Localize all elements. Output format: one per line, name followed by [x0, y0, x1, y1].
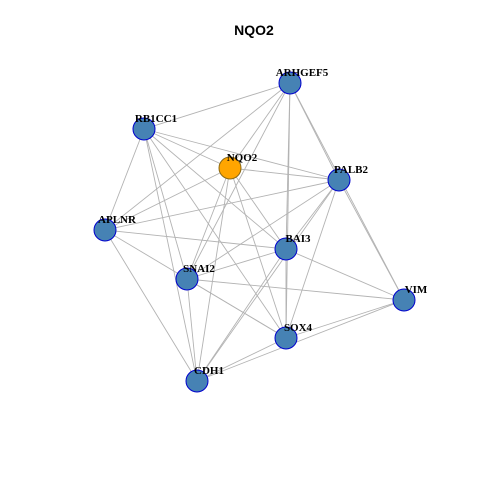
node-label-bai3: BAI3	[285, 233, 311, 245]
node-circle-nqo2	[218, 156, 242, 180]
node-label-aplnr: APLNR	[98, 214, 137, 226]
node-circle-aplnr	[93, 218, 117, 242]
edge-snai2-sox4	[186, 278, 287, 339]
edges-layer	[104, 82, 405, 382]
node-circle-vim	[392, 288, 416, 312]
node-label-snai2: SNAI2	[183, 263, 215, 275]
node-sox4: SOX4	[274, 322, 313, 350]
node-label-vim: VIM	[405, 284, 428, 296]
edge-nqo2-cdh1	[196, 167, 231, 382]
node-vim: VIM	[392, 284, 428, 312]
node-nqo2: NQO2	[218, 152, 258, 180]
edge-palb2-cdh1	[196, 179, 340, 382]
edge-rb1cc1-nqo2	[143, 128, 231, 169]
edge-bai3-cdh1	[196, 248, 287, 382]
edge-bai3-snai2	[186, 248, 287, 280]
edge-rb1cc1-sox4	[143, 128, 287, 339]
node-label-nqo2: NQO2	[227, 152, 258, 164]
graph-title: NQO2	[234, 22, 274, 38]
edge-rb1cc1-snai2	[143, 128, 188, 280]
edge-aplnr-bai3	[104, 229, 287, 250]
node-label-arhgef5: ARHGEF5	[276, 67, 329, 79]
node-snai2: SNAI2	[175, 263, 215, 291]
edge-rb1cc1-aplnr	[104, 128, 145, 231]
edge-snai2-vim	[186, 278, 405, 301]
node-circle-cdh1	[185, 369, 209, 393]
node-label-cdh1: CDH1	[194, 365, 224, 377]
edge-bai3-vim	[285, 248, 405, 301]
node-label-rb1cc1: RB1CC1	[135, 113, 177, 125]
edge-palb2-sox4	[285, 179, 340, 339]
edge-palb2-vim	[338, 179, 405, 301]
node-cdh1: CDH1	[185, 365, 224, 393]
node-circle-palb2	[327, 168, 351, 192]
edge-arhgef5-rb1cc1	[143, 82, 291, 130]
node-circle-bai3	[274, 237, 298, 261]
node-label-palb2: PALB2	[334, 164, 369, 176]
node-rb1cc1: RB1CC1	[132, 113, 177, 141]
node-arhgef5: ARHGEF5	[276, 67, 329, 95]
edge-vim-sox4	[285, 299, 405, 339]
node-circle-sox4	[274, 326, 298, 350]
node-circle-snai2	[175, 267, 199, 291]
edge-rb1cc1-bai3	[143, 128, 287, 250]
edge-palb2-bai3	[285, 179, 340, 250]
edge-rb1cc1-cdh1	[143, 128, 198, 382]
edge-rb1cc1-palb2	[143, 128, 340, 181]
edge-palb2-snai2	[186, 179, 340, 280]
edge-vim-cdh1	[196, 299, 405, 382]
edge-nqo2-bai3	[229, 167, 287, 250]
edge-nqo2-snai2	[186, 167, 231, 280]
edge-snai2-cdh1	[186, 278, 198, 382]
node-bai3: BAI3	[274, 233, 311, 261]
edge-aplnr-cdh1	[104, 229, 198, 382]
edge-nqo2-aplnr	[104, 167, 231, 231]
node-aplnr: APLNR	[93, 214, 137, 242]
edge-arhgef5-aplnr	[104, 82, 291, 231]
edge-arhgef5-sox4	[285, 82, 291, 339]
edge-nqo2-palb2	[229, 167, 340, 181]
edge-sox4-cdh1	[196, 337, 287, 382]
edge-nqo2-sox4	[229, 167, 287, 339]
node-circle-arhgef5	[278, 71, 302, 95]
node-palb2: PALB2	[327, 164, 369, 192]
edge-palb2-aplnr	[104, 179, 340, 231]
edge-arhgef5-vim	[289, 82, 405, 301]
node-circle-rb1cc1	[132, 117, 156, 141]
node-label-sox4: SOX4	[284, 322, 313, 334]
